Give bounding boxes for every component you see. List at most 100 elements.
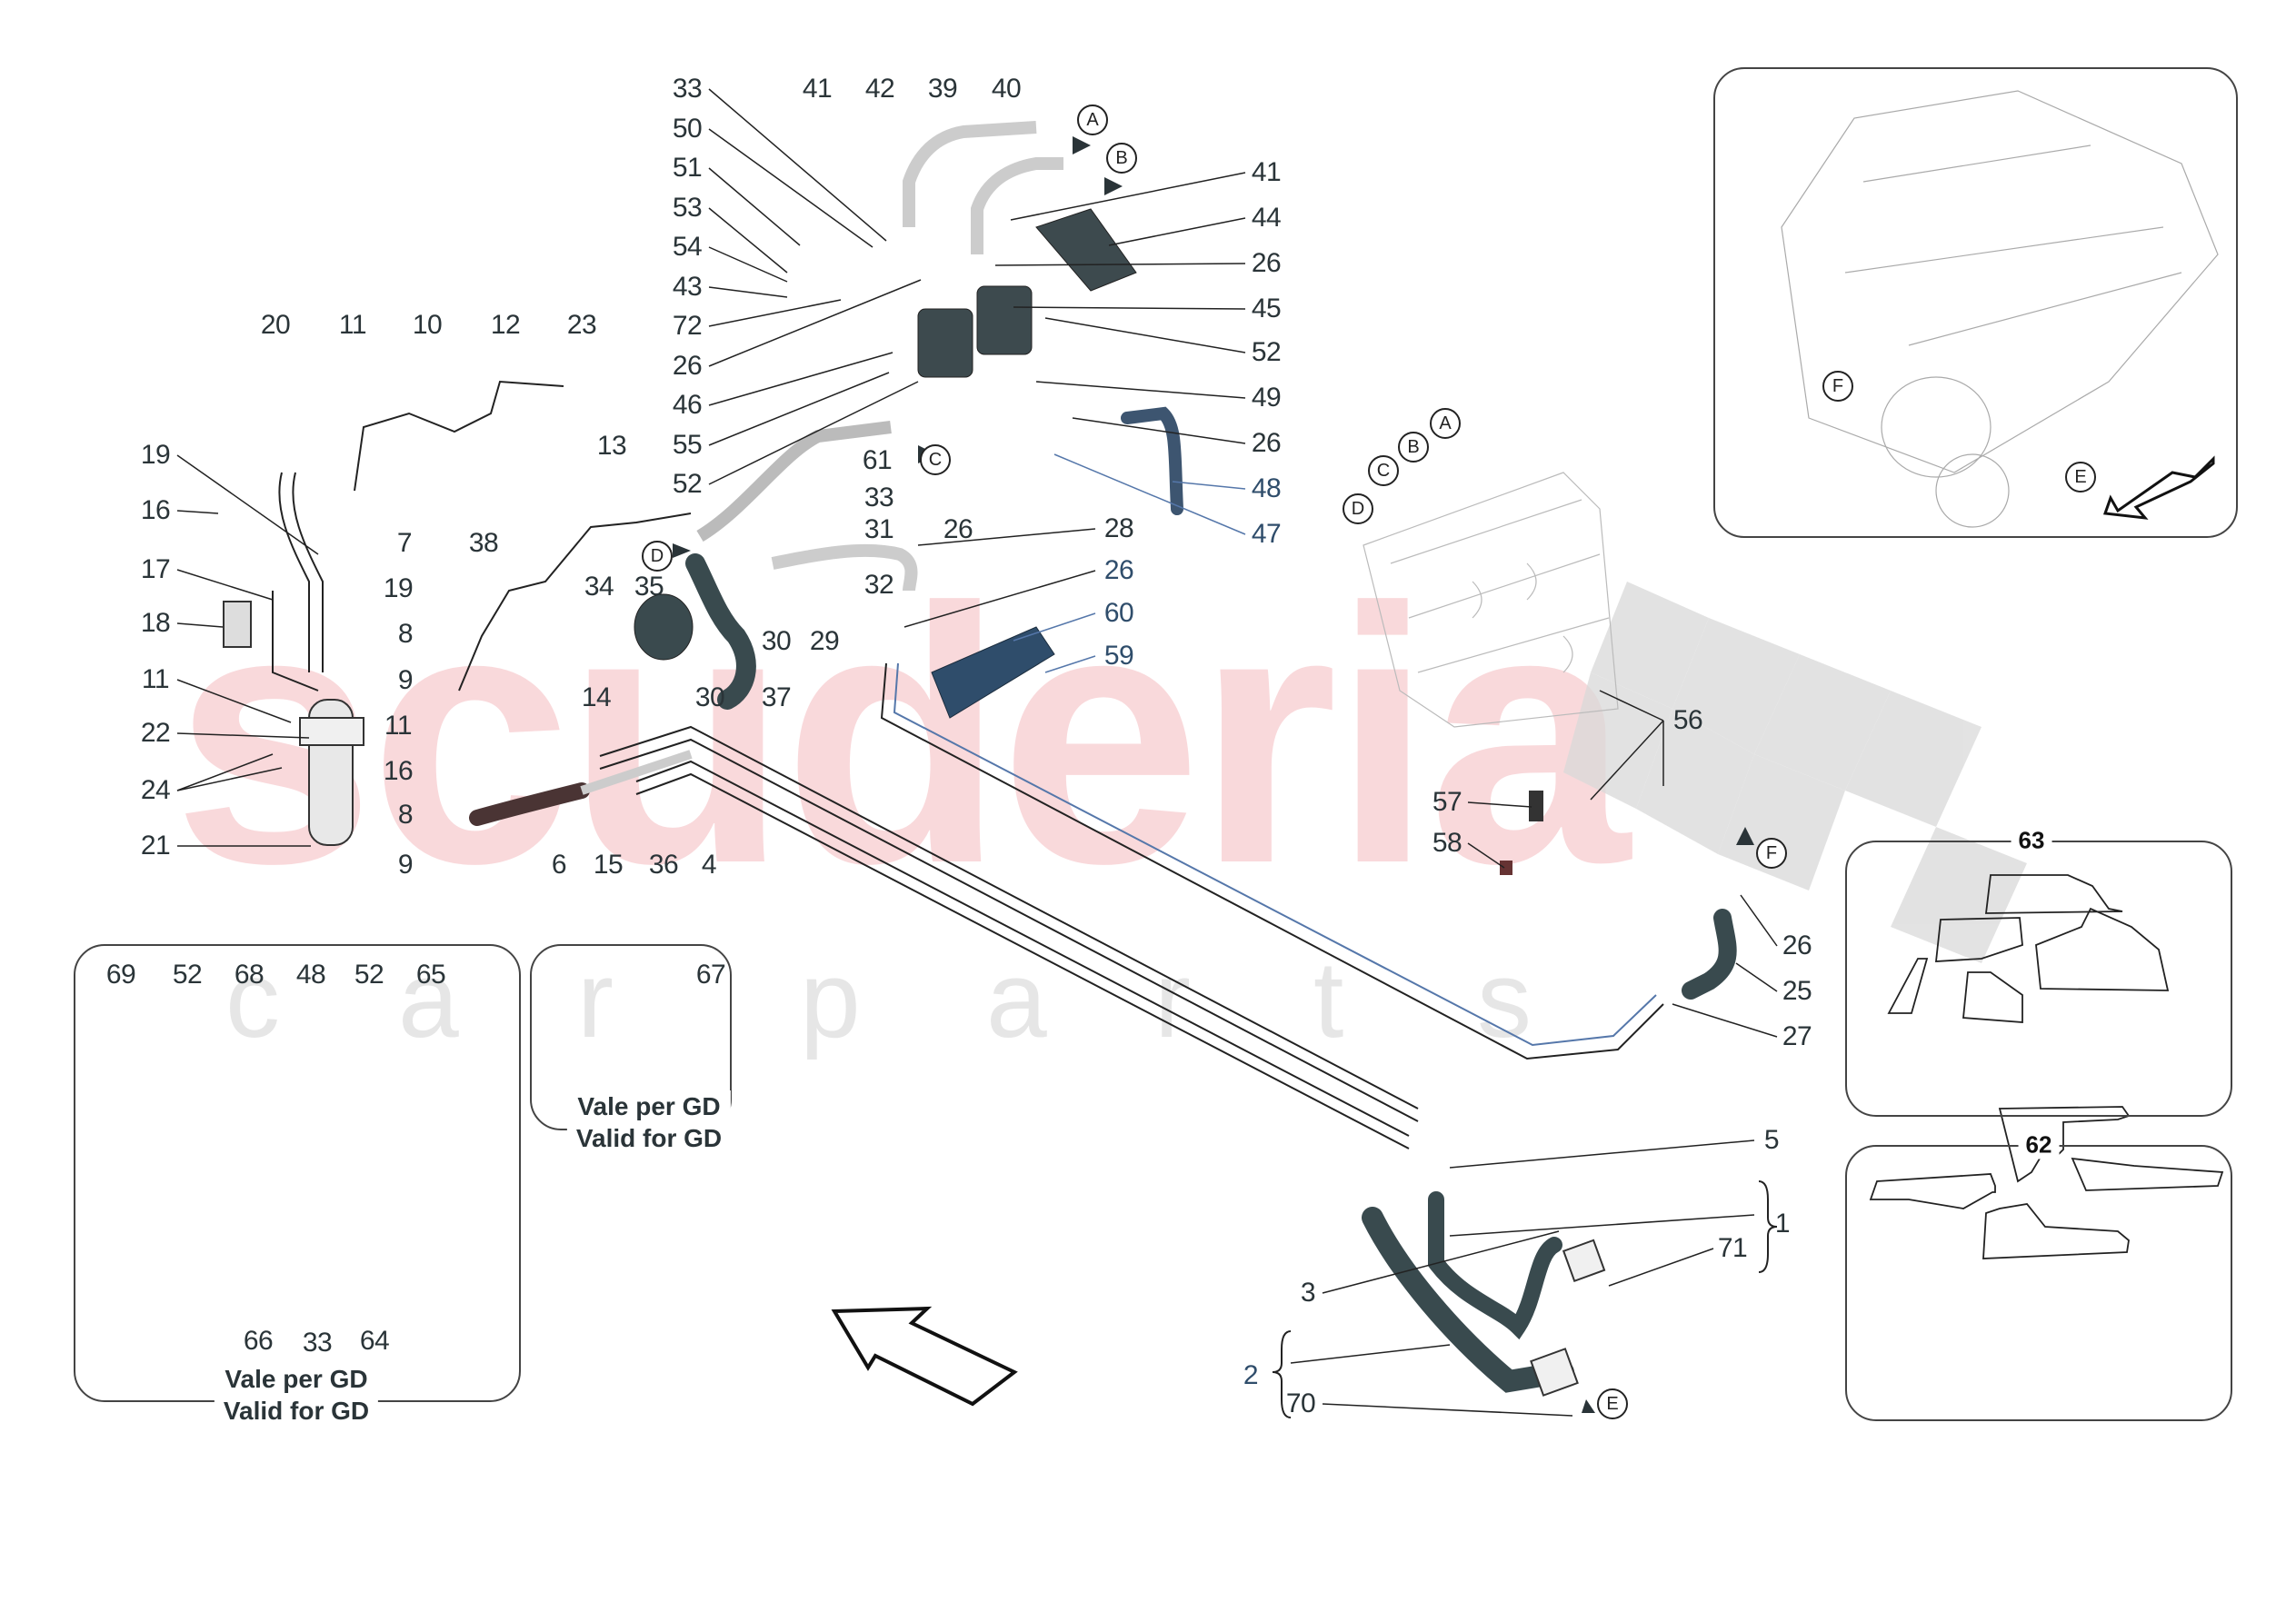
part-callout-39: 39 (927, 74, 958, 104)
connection-marker-a: A (1077, 104, 1108, 135)
part-callout-10: 10 (412, 310, 443, 340)
panel-kit-63 (1845, 841, 2232, 1117)
part-callout-32: 32 (863, 570, 894, 600)
part-callout-59: 59 (1103, 641, 1134, 671)
connection-marker-e: E (2065, 462, 2096, 493)
bracket-2 (1272, 1330, 1292, 1418)
part-callout-22: 22 (140, 718, 171, 748)
watermark-letter: p (800, 939, 861, 1060)
connection-marker-d: D (642, 541, 673, 572)
part-callout-46: 46 (672, 390, 703, 420)
part-callout-29: 29 (809, 626, 840, 656)
part-callout-70: 70 (1285, 1388, 1316, 1418)
caption-english: Valid for GD (575, 1124, 723, 1152)
connection-marker-c: C (920, 444, 951, 475)
engine-block-sketch (1363, 472, 1619, 728)
part-callout-14: 14 (581, 682, 612, 712)
part-callout-33: 33 (672, 74, 703, 104)
part-callout-41: 41 (1251, 157, 1282, 187)
watermark-letter: s (1477, 939, 1532, 1060)
watermark-letter: a (986, 939, 1047, 1060)
part-callout-16: 16 (383, 756, 414, 786)
part-callout-26: 26 (1251, 428, 1282, 458)
part-callout-5: 5 (1763, 1125, 1780, 1155)
part-callout-58: 58 (1432, 828, 1462, 858)
panel-engine-overview (1713, 67, 2238, 538)
part-callout-26: 26 (672, 351, 703, 381)
part-callout-54: 54 (672, 232, 703, 262)
part-callout-2: 2 (1243, 1360, 1259, 1390)
part-callout-15: 15 (593, 850, 624, 880)
part-callout-47: 47 (1251, 519, 1282, 549)
part-callout-61: 61 (862, 445, 893, 475)
part-callout-11: 11 (141, 664, 170, 694)
connection-marker-c: C (1368, 455, 1399, 486)
kit-62-shapes (1869, 1106, 2224, 1259)
leader-lines (176, 88, 1778, 1417)
part-callout-20: 20 (260, 310, 291, 340)
gd-main-caption: Vale per GD Valid for GD (214, 1363, 379, 1427)
watermark-scuderia: scuderia (173, 532, 1630, 939)
part-callout-19: 19 (383, 573, 414, 603)
gd-part-callout-68: 68 (234, 960, 265, 990)
part-callout-52: 52 (672, 469, 703, 499)
kit-63-shapes (1887, 874, 2170, 1023)
gd-part-callout-65: 65 (415, 960, 446, 990)
watermark-letter: a (398, 939, 459, 1060)
engine-view-direction-arrow (2102, 455, 2215, 520)
part-callout-26: 26 (1782, 930, 1812, 960)
part-callout-11: 11 (384, 711, 413, 741)
pipe-assembly (599, 662, 1664, 1149)
part-callout-11: 11 (338, 310, 367, 340)
gd-part-callout-52: 52 (354, 960, 384, 990)
caption-english: Valid for GD (223, 1397, 370, 1425)
part-callout-40: 40 (991, 74, 1022, 104)
part-callout-49: 49 (1251, 383, 1282, 413)
part-callout-8: 8 (397, 800, 414, 830)
watermark-letter: r (577, 939, 614, 1060)
view-direction-arrow (831, 1306, 1018, 1407)
connection-marker-f: F (1822, 371, 1853, 402)
part-callout-36: 36 (648, 850, 679, 880)
part-callout-31: 31 (863, 514, 894, 544)
part-callout-7: 7 (396, 528, 413, 558)
part-callout-6: 6 (551, 850, 567, 880)
panel-valid-for-gd-main (74, 944, 521, 1402)
gd-part-callout-67: 67 (695, 960, 726, 990)
part-callout-3: 3 (1300, 1278, 1316, 1308)
gd-small-caption: Vale per GD Valid for GD (566, 1090, 732, 1154)
part-callout-52: 52 (1251, 337, 1282, 367)
part-callout-42: 42 (864, 74, 895, 104)
connection-marker-b: B (1398, 432, 1429, 463)
part-callout-34: 34 (584, 572, 614, 602)
part-callout-1: 1 (1774, 1209, 1791, 1239)
connection-marker-b: B (1106, 143, 1137, 174)
part-callout-17: 17 (140, 554, 171, 584)
checkered-flag-watermark (1563, 582, 2027, 963)
part-callout-43: 43 (672, 272, 703, 302)
caption-italian: Vale per GD (225, 1365, 368, 1393)
part-callout-9: 9 (397, 665, 414, 695)
part-callout-53: 53 (672, 193, 703, 223)
part-callout-12: 12 (490, 310, 521, 340)
part-callout-55: 55 (672, 430, 703, 460)
part-callout-44: 44 (1251, 203, 1282, 233)
bracket-1 (1758, 1180, 1778, 1273)
part-callout-71: 71 (1717, 1233, 1748, 1263)
part-callout-35: 35 (634, 572, 664, 602)
part-callout-72: 72 (672, 311, 703, 341)
part-callout-27: 27 (1782, 1021, 1812, 1051)
part-callout-48: 48 (1251, 473, 1282, 503)
watermark-letter: c (225, 939, 280, 1060)
part-callout-18: 18 (140, 608, 171, 638)
gd-part-callout-69: 69 (105, 960, 136, 990)
gd-part-callout-66: 66 (243, 1326, 274, 1356)
part-callout-26: 26 (943, 514, 973, 544)
part-callout-8: 8 (397, 619, 414, 649)
part-callout-33: 33 (863, 483, 894, 512)
gd-part-callout-52: 52 (172, 960, 203, 990)
connection-marker-e: E (1597, 1388, 1628, 1419)
part-callout-30: 30 (694, 682, 725, 712)
